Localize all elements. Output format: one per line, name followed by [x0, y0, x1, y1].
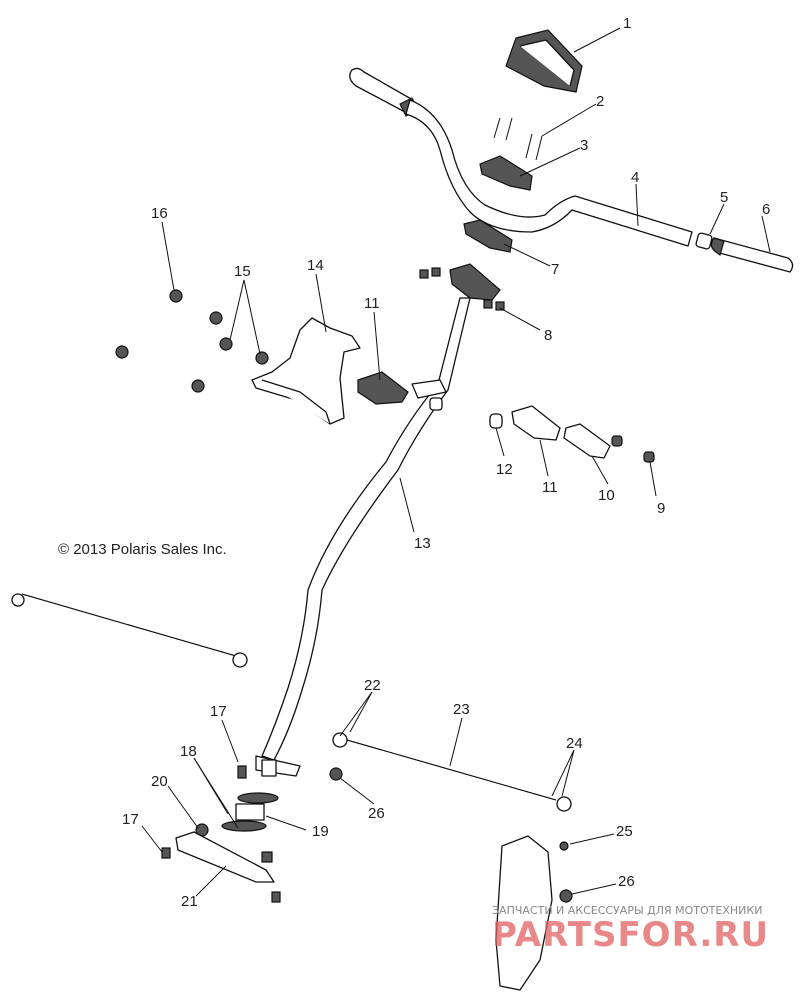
callout-5: 5 [720, 189, 728, 206]
callout-10: 10 [598, 487, 615, 504]
callout-15: 15 [234, 263, 251, 280]
callout-26b: 26 [368, 805, 385, 822]
callout-9: 9 [657, 500, 665, 517]
callout-4: 4 [631, 169, 639, 186]
callout-11a: 11 [542, 479, 558, 496]
callout-21: 21 [181, 893, 198, 910]
lower-plate-assembly [161, 765, 281, 903]
watermark-brand: PARTSFOR.RU [492, 915, 769, 955]
callout-23: 23 [453, 701, 470, 718]
callout-6: 6 [762, 201, 770, 218]
tie-rods [11, 593, 572, 812]
callout-18: 18 [180, 743, 197, 760]
callout-numbers: 1 2 3 4 5 6 7 8 9 10 11 11 12 13 14 15 1… [122, 15, 770, 910]
callout-19: 19 [312, 823, 329, 840]
handlebar-assembly [349, 29, 794, 273]
callout-16: 16 [151, 205, 168, 222]
knuckle [329, 767, 573, 991]
callout-11b: 11 [364, 295, 380, 312]
steering-post [255, 263, 501, 777]
callout-12: 12 [496, 461, 513, 478]
callout-1: 1 [623, 15, 631, 32]
leader-lines [141, 27, 771, 897]
callout-17a: 17 [210, 703, 227, 720]
watermark-tagline: ЗАПЧАСТИ И АКСЕССУАРЫ ДЛЯ МОТОТЕХНИКИ [492, 904, 762, 917]
callout-25: 25 [616, 823, 633, 840]
callout-7: 7 [551, 261, 559, 278]
callout-26a: 26 [618, 873, 635, 890]
callout-2: 2 [596, 93, 604, 110]
callout-24: 24 [566, 735, 583, 752]
callout-13: 13 [414, 535, 431, 552]
callout-8: 8 [544, 327, 552, 344]
callout-14: 14 [307, 257, 324, 274]
callout-3: 3 [580, 137, 588, 154]
callout-22: 22 [364, 677, 381, 694]
callout-20: 20 [151, 773, 168, 790]
callout-17b: 17 [122, 811, 139, 828]
steering-bracket [115, 289, 361, 425]
copyright-notice: © 2013 Polaris Sales Inc. [58, 541, 227, 558]
